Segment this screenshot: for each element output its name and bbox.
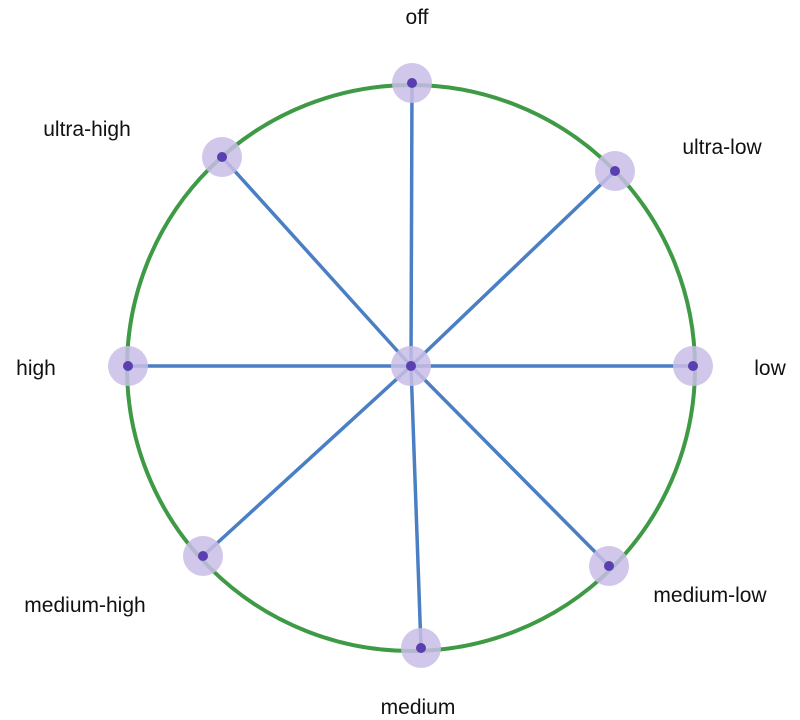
label-medium: medium — [381, 696, 456, 719]
node-off[interactable] — [392, 63, 432, 103]
nodes — [108, 63, 713, 668]
node-dot — [610, 166, 620, 176]
node-ultra-high[interactable] — [202, 137, 242, 177]
node-dot — [198, 551, 208, 561]
label-medium-low: medium-low — [653, 584, 767, 607]
spoke-ultra-high — [220, 155, 413, 368]
label-ultra-low: ultra-low — [682, 136, 762, 159]
spoke-medium — [409, 364, 423, 650]
node-low[interactable] — [673, 346, 713, 386]
label-off: off — [406, 6, 429, 29]
node-center[interactable] — [391, 346, 431, 386]
node-dot — [217, 152, 227, 162]
node-ultra-low[interactable] — [595, 151, 635, 191]
labels: off ultra-low low medium-low medium medi… — [16, 6, 786, 719]
spoke-off — [409, 81, 414, 368]
node-dot — [123, 361, 133, 371]
spokes — [126, 81, 695, 650]
spoke-medium-high — [201, 364, 413, 558]
spoke-medium-low — [409, 364, 611, 568]
node-medium-high[interactable] — [183, 536, 223, 576]
label-ultra-high: ultra-high — [43, 118, 131, 141]
spoke-ultra-low — [409, 169, 617, 368]
label-low: low — [754, 357, 786, 380]
label-medium-high: medium-high — [24, 594, 145, 617]
node-high[interactable] — [108, 346, 148, 386]
label-high: high — [16, 357, 56, 380]
node-dot — [406, 361, 416, 371]
node-medium[interactable] — [401, 628, 441, 668]
node-dot — [407, 78, 417, 88]
node-medium-low[interactable] — [589, 546, 629, 586]
node-dot — [416, 643, 426, 653]
node-dot — [604, 561, 614, 571]
node-dot — [688, 361, 698, 371]
